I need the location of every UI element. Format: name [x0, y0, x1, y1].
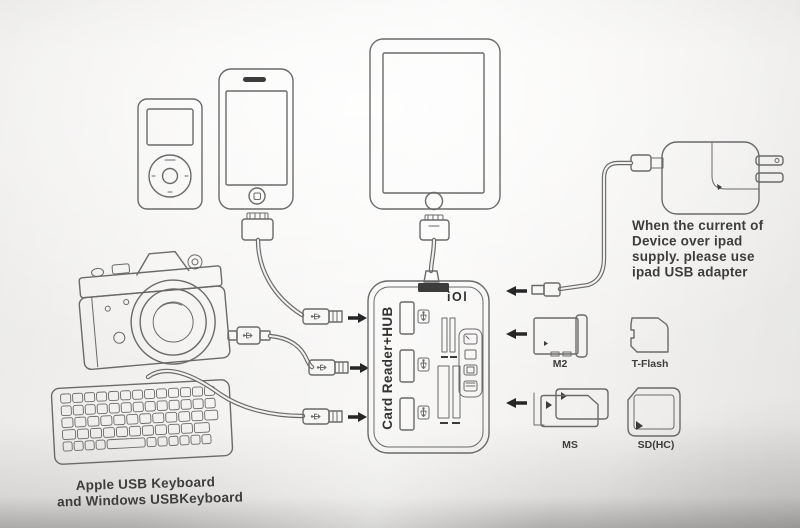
camera-illustration: [78, 250, 231, 371]
hub-card-slots: [437, 317, 461, 424]
tflash-label: T-Flash: [632, 358, 669, 370]
ipod-illustration: [137, 98, 203, 210]
cable-end-plug: [543, 282, 561, 297]
hub-usb-port-3: [399, 397, 430, 431]
adapter-note-line2: Device over ipad: [632, 234, 743, 249]
camera-prism: [136, 250, 190, 276]
camera-usb-cable: [227, 326, 315, 370]
adapter-usb-plug: [630, 154, 652, 172]
adapter-note: When the current of Device over ipad sup…: [632, 218, 764, 280]
iphone-speaker: [243, 77, 266, 82]
adapter-note-line1: When the current of: [632, 218, 764, 233]
m2-card-illustration: [533, 314, 588, 358]
dock-connector: [241, 218, 274, 241]
click-wheel-marks: [151, 159, 189, 193]
keyboard-note-line1: Apple USB Keyboard: [76, 474, 216, 493]
ms-label: MS: [562, 439, 578, 451]
hub-usb-port-2: [399, 349, 430, 383]
cable-strain-relief: [423, 270, 440, 283]
keyboard-note: Apple USB Keyboard and Windows USBKeyboa…: [57, 474, 243, 510]
camera-lens: [130, 279, 216, 365]
ms-card-illustration: [533, 388, 609, 428]
power-prong: [755, 155, 784, 166]
usb-plug-bottom: [302, 408, 343, 425]
hub-label: Card Reader+HUB: [380, 306, 395, 429]
arrow-left-icon: [506, 329, 527, 339]
card-reader-hub: iOl Card Reader+HUB: [367, 280, 490, 454]
usb-plug-middle: [308, 359, 349, 376]
keyboard-illustration: [50, 379, 234, 465]
tflash-card-illustration: [630, 317, 669, 353]
sdhc-card-illustration: [627, 387, 681, 437]
arrow-right-icon: [348, 412, 367, 422]
iphone-illustration: [218, 68, 305, 318]
adapter-note-line4: ipad USB adapter: [632, 265, 748, 280]
adapter-mark: [717, 184, 722, 190]
hub-card-icon-panel: [458, 328, 483, 398]
hub-usb-port-1: [399, 301, 430, 335]
iphone-cable: [255, 237, 305, 318]
hub-dock-port: [418, 283, 449, 292]
adapter-note-line3: supply. please use: [632, 249, 755, 264]
keyboard-note-line2: and Windows USBKeyboard: [57, 490, 243, 510]
ipad-usb-adapter-illustration: [531, 141, 784, 297]
hub-logo: iOl: [447, 290, 468, 304]
arrow-right-icon: [350, 363, 369, 373]
arrow-right-icon: [348, 313, 367, 323]
ipad-illustration: [369, 38, 501, 283]
m2-label: M2: [553, 358, 568, 370]
keyboard-keys: [60, 385, 219, 452]
power-prong: [755, 172, 784, 183]
sdhc-label: SD(HC): [638, 439, 675, 451]
adapter-module-line: [711, 141, 760, 190]
arrow-left-icon: [506, 286, 527, 296]
adapter-cable: [557, 160, 634, 292]
keyboard-cable: [145, 368, 306, 419]
cable-end-tip: [531, 284, 545, 295]
arrow-left-icon: [506, 398, 527, 408]
dock-connector: [419, 219, 450, 241]
usb-plug-top: [302, 308, 343, 325]
